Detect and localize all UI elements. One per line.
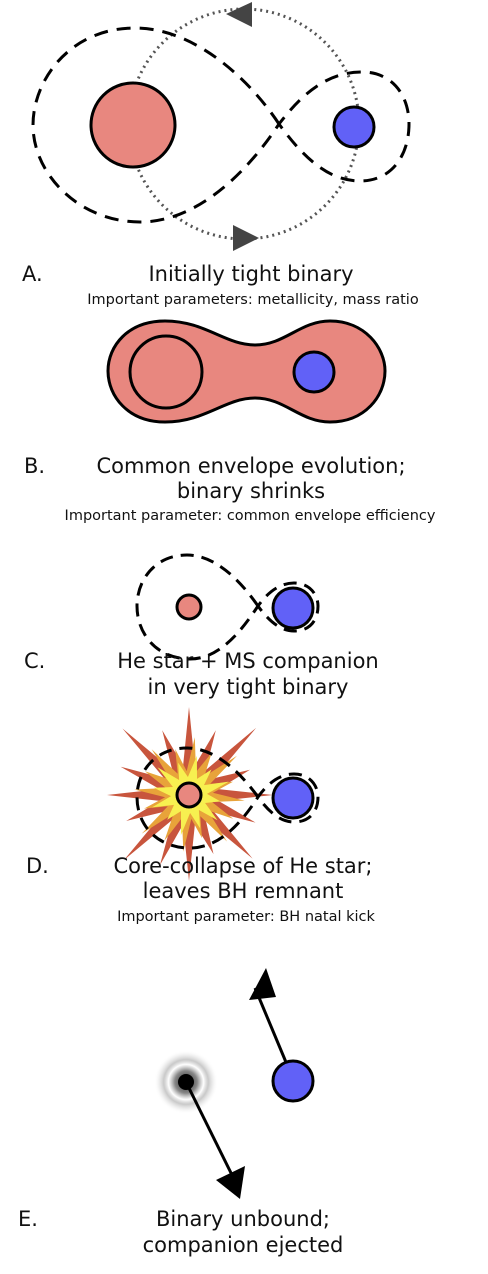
stage-c-title-line-2: in very tight binary xyxy=(148,675,349,699)
stage-b-title-line-2: binary shrinks xyxy=(177,479,325,503)
stage-e-letter: E. xyxy=(18,1207,38,1231)
orbit-arrow-top-icon xyxy=(226,2,252,27)
helium-star xyxy=(175,593,203,621)
stage-b-title-line-1: Common envelope evolution; xyxy=(96,454,405,478)
stage-c-title-line-1: He star + MS companion xyxy=(117,649,379,673)
stage-c-letter: C. xyxy=(24,649,45,673)
stage-e-title-line-2: companion ejected xyxy=(143,1233,344,1257)
black-hole-kick-arrowhead-icon xyxy=(216,1166,245,1199)
stage-e-title-line-1: Binary unbound; xyxy=(156,1207,330,1231)
ejected-companion-star xyxy=(271,1059,315,1103)
helium-star-core xyxy=(175,781,203,809)
companion-ejection-arrowhead-icon xyxy=(249,968,276,1000)
stage-d-letter: D. xyxy=(26,854,49,878)
companion-star xyxy=(271,776,315,820)
stage-d-title-line-2: leaves BH remnant xyxy=(143,879,344,903)
stage-a-illustration xyxy=(31,2,411,251)
stage-b-letter: B. xyxy=(24,454,45,478)
primary-star xyxy=(89,81,177,169)
stage-d-title-line-1: Core-collapse of He star; xyxy=(113,854,372,878)
stage-a-title: Initially tight binary xyxy=(148,262,353,286)
stage-b-illustration xyxy=(106,319,387,424)
orbit-arrow-bottom-icon xyxy=(233,225,259,251)
black-hole-kick-arrow-shaft xyxy=(184,1081,234,1176)
stage-e-illustration xyxy=(154,968,315,1199)
stage-a-parameters: Important parameters: metallicity, mass … xyxy=(87,292,419,308)
stage-d-parameters: Important parameter: BH natal kick xyxy=(117,909,375,925)
giant-core xyxy=(128,334,204,410)
companion-star xyxy=(271,586,315,630)
stage-d-illustration xyxy=(107,707,320,881)
roche-lobe-figure-eight xyxy=(135,553,320,661)
companion-star xyxy=(292,350,336,394)
stage-c-illustration xyxy=(135,553,320,661)
stage-b-parameters: Important parameter: common envelope eff… xyxy=(65,508,436,524)
companion-star xyxy=(332,105,376,149)
stage-a-letter: A. xyxy=(22,262,43,286)
